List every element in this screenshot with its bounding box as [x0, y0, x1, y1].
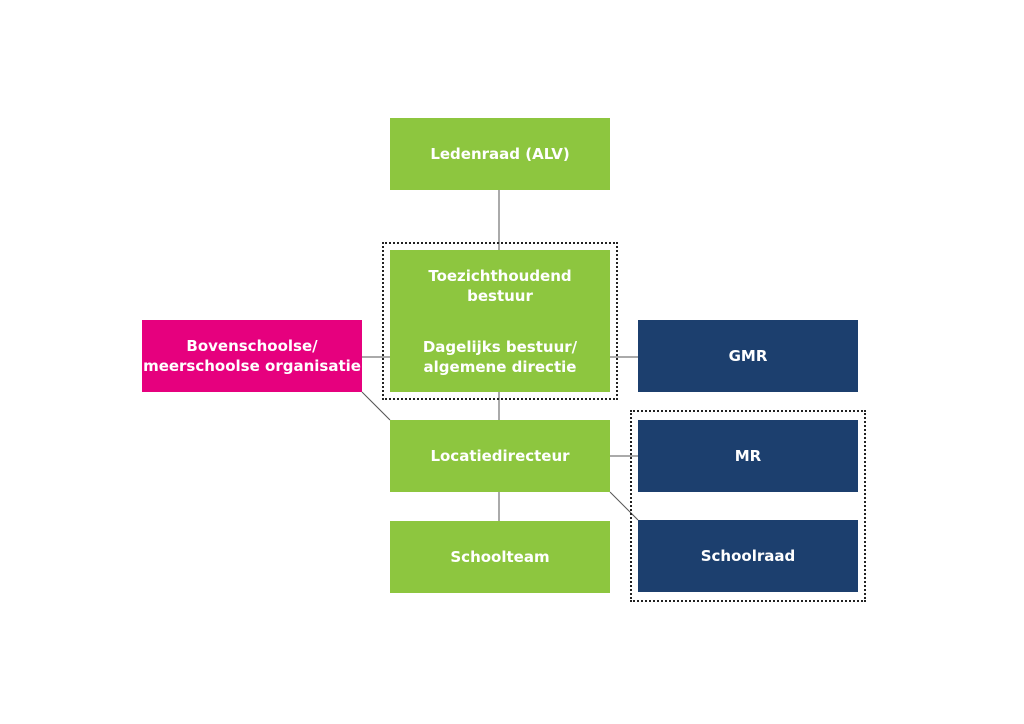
- bestuur-group-outline: [382, 242, 618, 400]
- node-schoolteam: Schoolteam: [390, 521, 610, 593]
- node-bovenschoolse-line-1: Bovenschoolse/: [186, 337, 318, 355]
- node-gmr-label: GMR: [728, 347, 768, 365]
- node-bovenschoolse-line-2: meerschoolse organisatie: [143, 357, 361, 375]
- participatie-group-outline: [630, 410, 866, 602]
- node-toezicht-line-2: bestuur: [467, 287, 533, 305]
- node-locatiedirecteur-label: Locatiedirecteur: [430, 447, 570, 465]
- node-gmr: GMR: [638, 320, 858, 392]
- node-locatiedirecteur: Locatiedirecteur: [390, 420, 610, 492]
- node-dagelijks-bestuur: Dagelijks bestuur/ algemene directie: [390, 322, 610, 392]
- node-ledenraad-label: Ledenraad (ALV): [430, 145, 570, 163]
- node-bovenschoolse-organisatie: Bovenschoolse/ meerschoolse organisatie: [142, 320, 362, 392]
- node-dagelijks-line-2: algemene directie: [423, 358, 577, 376]
- node-schoolraad: Schoolraad: [638, 520, 858, 592]
- node-schoolraad-label: Schoolraad: [700, 547, 796, 565]
- connector-locatiedirecteur-schoolraad: [609, 491, 639, 521]
- node-schoolteam-label: Schoolteam: [450, 548, 550, 566]
- node-dagelijks-line-1: Dagelijks bestuur/: [422, 338, 578, 356]
- node-ledenraad: Ledenraad (ALV): [390, 118, 610, 190]
- node-toezicht-line-1: Toezichthoudend: [428, 267, 572, 285]
- node-mr-label: MR: [734, 447, 762, 465]
- node-mr: MR: [638, 420, 858, 492]
- connector-bovenschoolse-locatiedirecteur: [361, 391, 391, 421]
- node-toezichthoudend-bestuur: Toezichthoudend bestuur: [390, 250, 610, 322]
